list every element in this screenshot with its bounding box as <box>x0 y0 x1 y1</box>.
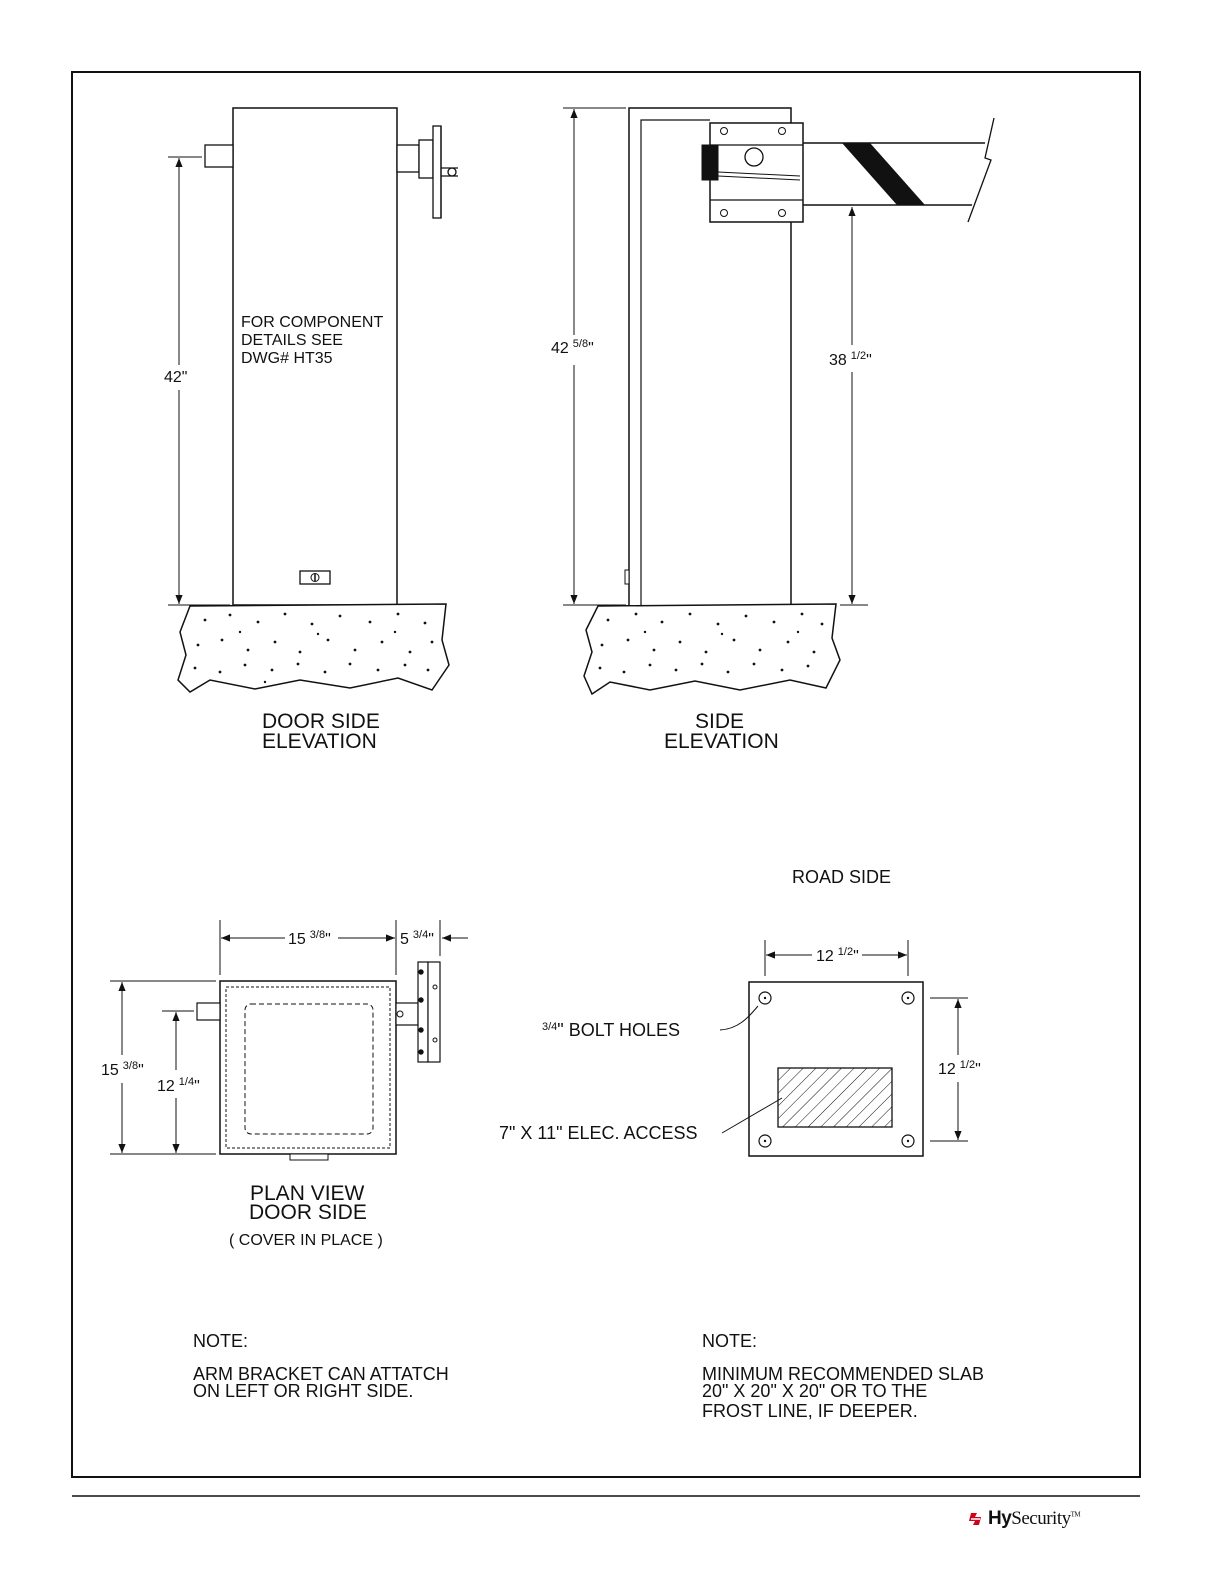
electrical-access-label: 7" X 11" ELEC. ACCESS <box>499 1123 698 1143</box>
side-slab-speckles <box>598 612 824 674</box>
component-note-line2: DETAILS SEE <box>241 332 343 349</box>
component-note-line3: DWG# HT35 <box>241 350 333 367</box>
right-note-line3: FROST LINE, IF DEEPER. <box>702 1401 918 1421</box>
left-note-heading: NOTE: <box>193 1331 248 1351</box>
notes: NOTE: ARM BRACKET CAN ATTATCH ON LEFT OR… <box>193 1331 984 1421</box>
door-height-dim: 42" <box>164 369 187 386</box>
plan-view-title-2: DOOR SIDE <box>249 1201 367 1224</box>
bolt-hole-leader <box>719 1005 759 1031</box>
electrical-access-hatch <box>777 1067 893 1128</box>
bolt-holes-label: 3/4" BOLT HOLES <box>542 1020 680 1040</box>
access-leader <box>721 1097 783 1134</box>
door-concrete-slab <box>177 603 450 693</box>
arm-clamp <box>701 122 804 223</box>
door-cabinet <box>232 107 398 606</box>
plan-cabinet <box>219 980 397 1155</box>
side-elevation-title-1: SIDE <box>695 710 744 733</box>
hysecurity-logo-icon <box>969 1513 981 1525</box>
road-side-title: ROAD SIDE <box>792 867 891 887</box>
drawing-border <box>71 71 1141 1478</box>
door-slab-speckles <box>193 612 434 684</box>
door-arm-flange <box>396 125 458 219</box>
right-note-heading: NOTE: <box>702 1331 757 1351</box>
door-side-elevation-title-1: DOOR SIDE <box>262 710 380 733</box>
left-note-line2: ON LEFT OR RIGHT SIDE. <box>193 1381 413 1401</box>
door-side-elevation-title-2: ELEVATION <box>262 730 377 753</box>
right-note-line1: MINIMUM RECOMMENDED SLAB <box>702 1364 984 1384</box>
left-note-line1: ARM BRACKET CAN ATTATCH <box>193 1364 449 1384</box>
right-note-line2: 20" X 20" X 20" OR TO THE <box>702 1381 927 1401</box>
plan-view-subtitle: ( COVER IN PLACE ) <box>229 1232 383 1249</box>
footer-logo: HySecurityTM <box>968 1508 1081 1530</box>
plan-view-title-1: PLAN VIEW <box>250 1182 365 1205</box>
side-concrete-slab <box>583 603 841 696</box>
plan-shaft <box>196 1002 221 1021</box>
barrier-arm <box>803 117 995 223</box>
side-elevation-title-2: ELEVATION <box>664 730 779 753</box>
side-cabinet-outline <box>628 107 792 605</box>
component-note-line1: FOR COMPONENT <box>241 314 383 331</box>
plan-bracket <box>395 961 441 1063</box>
door-shaft <box>204 144 234 168</box>
brand-name: HySecurityTM <box>988 1508 1081 1529</box>
door-side-elevation: 42" FOR COMPONENT DETAILS SEE DWG# HT35 … <box>164 107 458 753</box>
